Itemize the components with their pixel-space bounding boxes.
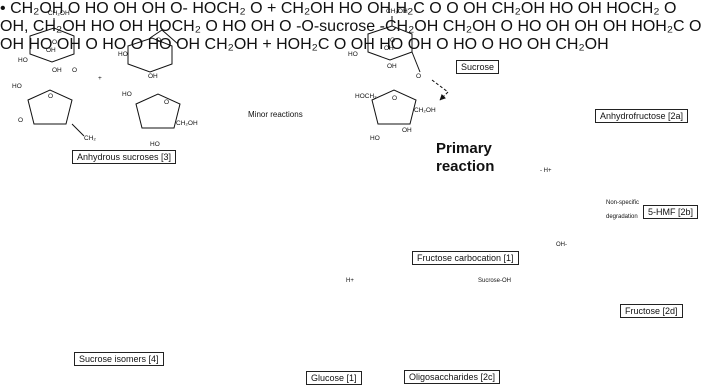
atom-label: O xyxy=(390,37,395,44)
sucrose-structure: CH₂OH O OH HO OH O HOCH₂ O HO OH CH₂OH xyxy=(348,8,449,142)
atom-label: O xyxy=(164,99,169,106)
anhydrous-sucrose-structure-1: CH₂OH O OH HO OH O HO O O CH₂ xyxy=(12,10,96,142)
atom-label: OH xyxy=(148,73,158,80)
atom-label: O xyxy=(416,73,421,80)
hmf-label: 5-HMF [2b] xyxy=(643,205,699,219)
fructose-structure: HOCH₂ O OH, CH₂OH HO OH xyxy=(0,0,677,35)
atom-label: HO xyxy=(18,57,28,64)
oh-minus-label: OH- xyxy=(556,242,567,248)
arrow-to-oligosaccharides: HOCH₂ O HO OH O -O-sucrose -CH₂OH CH₂OH … xyxy=(0,18,702,385)
primary-label-line2: reaction xyxy=(436,158,495,175)
primary-label-line1: Primary xyxy=(436,140,492,157)
minor-reactions-label: Minor reactions xyxy=(248,110,303,119)
fructose-label: Fructose [2d] xyxy=(620,304,683,318)
degradation-label: degradation xyxy=(606,214,638,220)
atom-label: OH xyxy=(402,127,412,134)
minus-h-label: - H+ xyxy=(540,168,552,174)
h-plus-label: H+ xyxy=(346,278,354,284)
oligosaccharides-label: Oligosaccharides [2c] xyxy=(404,370,501,384)
atom-label: CH₂OH xyxy=(414,107,436,114)
atom-label: CH₂ xyxy=(84,135,96,142)
atom-label: OH xyxy=(52,67,62,74)
atom-label: HO xyxy=(370,135,380,142)
atom-label: O xyxy=(156,37,161,44)
atom-label: O xyxy=(52,39,57,46)
glucose-structure: CH₂OH O HO OH OH OH xyxy=(442,18,627,35)
fructose-carbocation-structure: HOCH₂ O + CH₂OH HO OH xyxy=(192,0,392,17)
atom-label: CH₂OH xyxy=(176,120,198,127)
non-specific-label: Non-specific xyxy=(606,200,640,206)
atom-label: CH₂OH xyxy=(48,10,70,17)
atom-label: HO xyxy=(12,83,22,90)
atom-label: HO xyxy=(122,91,132,98)
sucrose-isomers-label: Sucrose isomers [4] xyxy=(74,352,164,366)
arrow-to-glucose: HOCH₂ O HO OH O -O-sucrose -CH₂OH CH₂OH … xyxy=(0,18,702,385)
glucose-oxide-structure: CH₂OH O HO OH OH O- xyxy=(10,0,188,17)
anhydrofructose-structure: H₂C O O OH CH₂OH HO OH xyxy=(395,0,602,17)
fructose-carbocation-label: Fructose carbocation [1] xyxy=(412,251,519,265)
sucrose-label: Sucrose xyxy=(456,60,500,74)
anhydrous-sucroses-label: Anhydrous sucroses [3] xyxy=(72,150,177,164)
anhydrous-sucrose-structure-2: O HO OH HO HO O CH₂OH xyxy=(118,29,198,148)
sucrose-isomer-structure-2: HOH₂C O OH HO OH O HO O HO OH CH₂OH xyxy=(276,36,609,53)
glucose-label: Glucose [1] xyxy=(306,371,362,385)
atom-label: O xyxy=(48,93,53,100)
atom-label: HO xyxy=(348,51,358,58)
atom-label: HOCH₂ xyxy=(355,93,377,100)
plus-sign: + xyxy=(98,75,102,82)
atom-label: CH₂OH xyxy=(386,8,408,15)
atom-label: OH xyxy=(387,63,397,70)
atom-label: O xyxy=(392,95,397,102)
atom-label: O xyxy=(18,117,23,124)
sucrose-isomer-structure-1: HOH₂C O OH HO OH O HO O HO OH CH₂OH xyxy=(0,18,702,53)
atom-label: OH xyxy=(46,47,56,54)
atom-label: O xyxy=(72,67,77,74)
atom-label: HO xyxy=(150,141,160,148)
anhydrofructose-label: Anhydrofructose [2a] xyxy=(595,109,689,123)
sucrose-oh-label: Sucrose-OH xyxy=(478,278,512,284)
atom-label: OH xyxy=(384,45,394,52)
atom-label: HO xyxy=(118,51,128,58)
